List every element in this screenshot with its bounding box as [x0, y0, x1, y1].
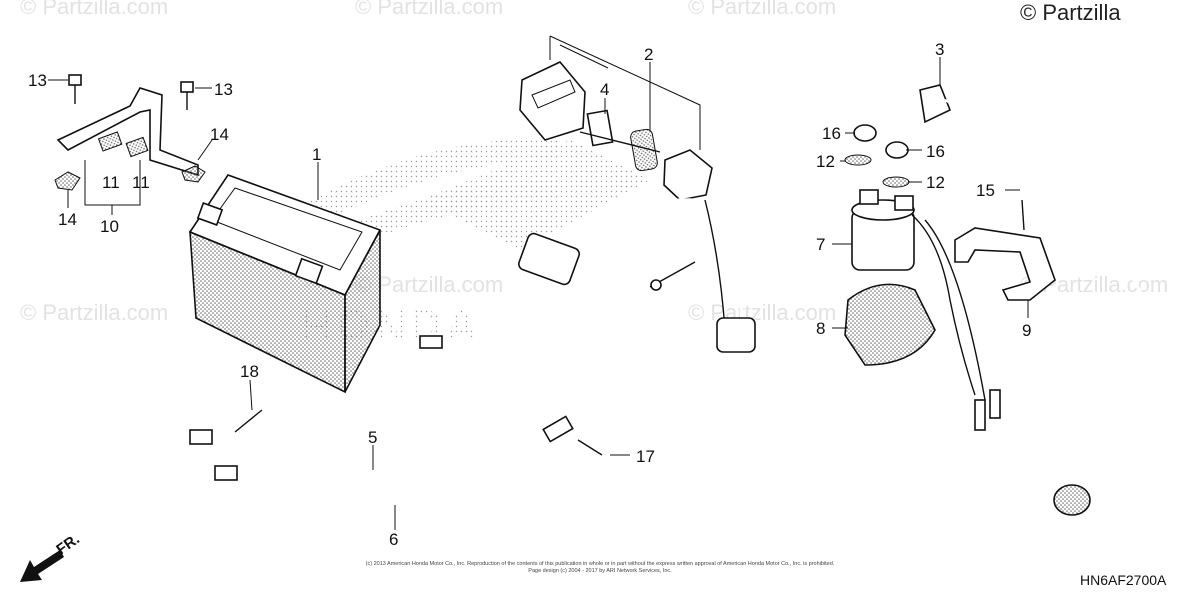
- battery: [188, 174, 382, 394]
- callout-12-upper: 12: [816, 152, 835, 171]
- diagram-code: HN6AF2700A: [1080, 572, 1167, 588]
- callout-11-left: 11: [102, 173, 120, 192]
- callout-10: 10: [100, 217, 119, 236]
- relay-stay: [954, 227, 1056, 301]
- bolt-13-right: [180, 81, 194, 110]
- watermark-top-1: © Partzilla.com: [20, 0, 169, 19]
- battery-bracket: [56, 87, 199, 177]
- bolt-17: [577, 439, 603, 456]
- watermark-mid-1: © Partzilla.com: [20, 300, 169, 325]
- bolt-18: [234, 409, 263, 433]
- clip-nut-14-left: [54, 171, 81, 191]
- battery-cables: [189, 335, 574, 504]
- copyright-line-2: Page design (c) 2004 - 2017 by ARI Netwo…: [528, 568, 672, 574]
- callout-14-left: 14: [58, 210, 77, 229]
- callout-18: 18: [240, 362, 259, 381]
- fuse-connector-set: [519, 61, 713, 201]
- watermark-mid-3: © Partzilla.com: [688, 300, 837, 325]
- callout-9: 9: [1022, 321, 1031, 340]
- callout-3: 3: [935, 40, 944, 59]
- nut-16-lower: [885, 141, 909, 159]
- callout-2: 2: [644, 45, 653, 64]
- callout-13-right: 13: [214, 80, 233, 99]
- relay-rubber-mount: [844, 283, 936, 366]
- nut-16-upper: [853, 124, 877, 142]
- front-arrow-icon: [20, 550, 64, 582]
- leader-lines: [48, 35, 1029, 530]
- starter-cable: [919, 84, 1168, 516]
- clip-nut-14-right: [181, 165, 206, 183]
- callout-5: 5: [368, 428, 377, 447]
- callout-4: 4: [600, 80, 609, 99]
- callout-17: 17: [636, 447, 655, 466]
- washer-12-lower: [882, 176, 910, 188]
- screw-15: [1021, 199, 1025, 231]
- callout-15: 15: [976, 181, 995, 200]
- watermark-top-2: © Partzilla.com: [355, 0, 504, 19]
- callout-16-lower: 16: [926, 142, 945, 161]
- callout-7: 7: [816, 235, 825, 254]
- main-harness: [518, 198, 756, 353]
- callout-13-left: 13: [28, 71, 47, 90]
- callout-16-upper: 16: [822, 124, 841, 143]
- bolt-13-left: [68, 74, 82, 104]
- callout-6: 6: [389, 530, 398, 549]
- copyright-notice: (c) 2013 American Honda Motor Co., Inc. …: [330, 561, 870, 575]
- callout-14-right: 14: [210, 125, 229, 144]
- watermark-top-3: © Partzilla.com: [688, 0, 837, 19]
- washer-12-upper: [844, 154, 872, 166]
- callout-12-lower: 12: [926, 173, 945, 192]
- watermark-corner: © Partzilla: [1020, 0, 1121, 25]
- callout-1: 1: [312, 145, 321, 164]
- callout-8: 8: [816, 319, 825, 338]
- starter-relay: [851, 189, 1001, 431]
- copyright-line-1: (c) 2013 American Honda Motor Co., Inc. …: [365, 561, 835, 567]
- callout-11-right: 11: [132, 173, 150, 192]
- shading-area: [420, 140, 650, 250]
